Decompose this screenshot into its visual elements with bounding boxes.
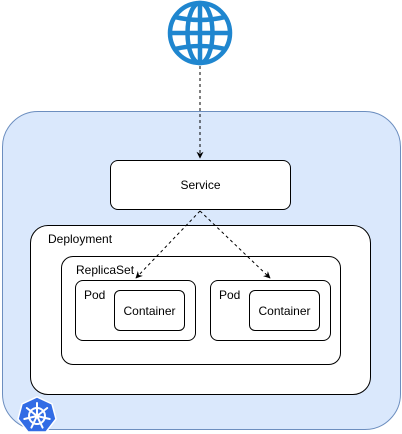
deployment-label: Deployment — [48, 232, 113, 246]
pod-label: Pod — [84, 288, 106, 302]
service-label: Service — [180, 178, 221, 192]
replicaset-label: ReplicaSet — [76, 263, 135, 277]
container-label: Container — [258, 303, 311, 318]
service-node: Service — [110, 160, 291, 210]
container-box: Container — [114, 290, 185, 331]
container-box: Container — [249, 290, 320, 331]
globe-icon — [167, 0, 233, 66]
pod-label: Pod — [219, 288, 241, 302]
container-label: Container — [123, 303, 176, 318]
kubernetes-icon — [17, 396, 57, 433]
